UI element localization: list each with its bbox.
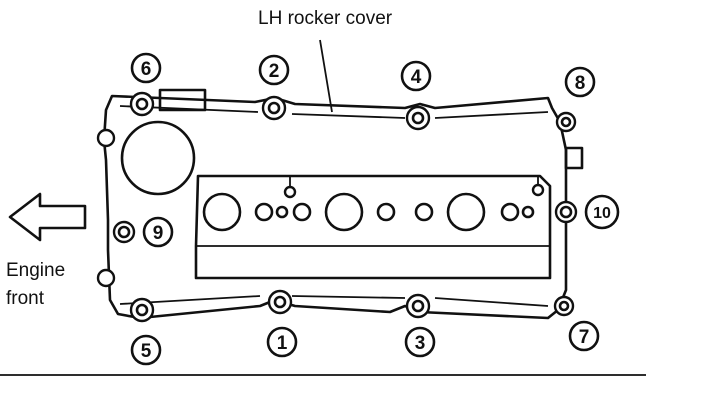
inner-bolt-3	[292, 202, 312, 222]
title-label: LH rocker cover	[258, 8, 393, 29]
callout-8-label: 8	[575, 73, 586, 94]
left-bulge-upper	[96, 128, 116, 148]
callout-1: 1	[266, 326, 298, 358]
callout-2: 2	[258, 54, 290, 86]
perimeter-bolt-7	[553, 295, 575, 317]
perimeter-bolt-2	[261, 95, 287, 121]
callout-4-label: 4	[411, 67, 422, 88]
inner-plate	[194, 174, 552, 280]
inner-post-right-knob	[531, 183, 545, 197]
inner-bolt-6	[500, 202, 520, 222]
breather-fitting-right	[564, 146, 584, 170]
inner-bolt-7	[521, 205, 535, 219]
callout-6: 6	[130, 52, 162, 84]
plug-hole-2	[324, 192, 364, 232]
engine-label: Engine	[6, 260, 65, 281]
perimeter-bolt-4	[405, 105, 431, 131]
callout-8: 8	[564, 66, 596, 98]
inner-bolt-1	[254, 202, 274, 222]
plug-hole-3	[446, 192, 486, 232]
callout-4: 4	[400, 60, 432, 92]
inner-bolt-5	[414, 202, 434, 222]
engine-front-arrow-icon	[8, 192, 87, 242]
callout-10: 10	[584, 194, 620, 230]
perimeter-bolt-1	[267, 289, 293, 315]
breather-fitting-left	[158, 88, 207, 112]
left-bulge-lower	[96, 268, 116, 288]
front-label: front	[6, 288, 45, 309]
perimeter-bolt-5	[129, 297, 155, 323]
inner-post-left-knob	[283, 185, 297, 199]
cover-bottom-flange-line	[119, 295, 549, 307]
inner-bolt-4	[376, 202, 396, 222]
plug-hole-1	[202, 192, 242, 232]
callout-5: 5	[130, 334, 162, 366]
inner-bolt-2	[275, 205, 289, 219]
callout-5-label: 5	[141, 341, 152, 362]
callout-9: 9	[142, 216, 174, 248]
callout-1-label: 1	[277, 333, 288, 354]
callout-7: 7	[568, 320, 600, 352]
callout-6-label: 6	[141, 59, 152, 80]
callout-2-label: 2	[269, 61, 280, 82]
perimeter-bolt-3	[405, 293, 431, 319]
rocker-cover-outline	[102, 94, 568, 320]
perimeter-bolt-9	[112, 220, 136, 244]
oil-filler-cap	[120, 120, 196, 196]
callout-9-label: 9	[153, 223, 164, 244]
cover-top-flange-line	[119, 105, 549, 119]
callout-3-label: 3	[415, 333, 426, 354]
callout-10-label: 10	[593, 205, 611, 222]
perimeter-bolt-8	[555, 111, 577, 133]
callout-7-label: 7	[579, 327, 590, 348]
perimeter-bolt-6	[129, 91, 155, 117]
title-leader-line	[319, 39, 333, 113]
callout-3: 3	[404, 326, 436, 358]
perimeter-bolt-10	[554, 200, 578, 224]
